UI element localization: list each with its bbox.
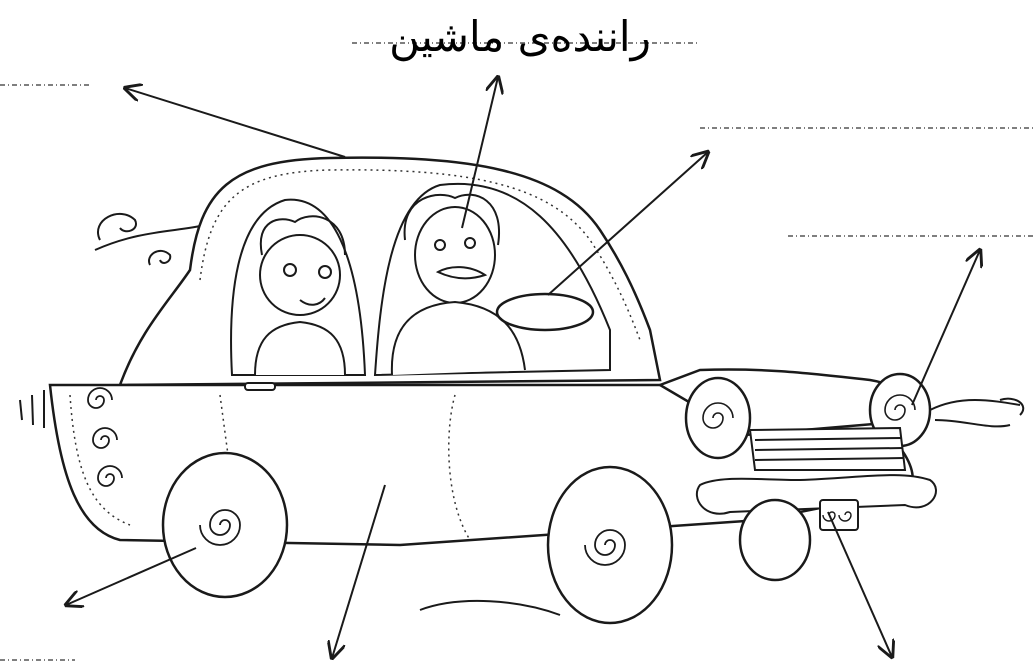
- arrow-headlight: [912, 250, 980, 405]
- arrow-wheel: [66, 548, 196, 605]
- arrow-license-plate: [828, 512, 892, 657]
- door-handle: [245, 383, 275, 390]
- driver-label: رانندەی ماشین: [350, 12, 690, 61]
- arrow-roof: [125, 88, 345, 157]
